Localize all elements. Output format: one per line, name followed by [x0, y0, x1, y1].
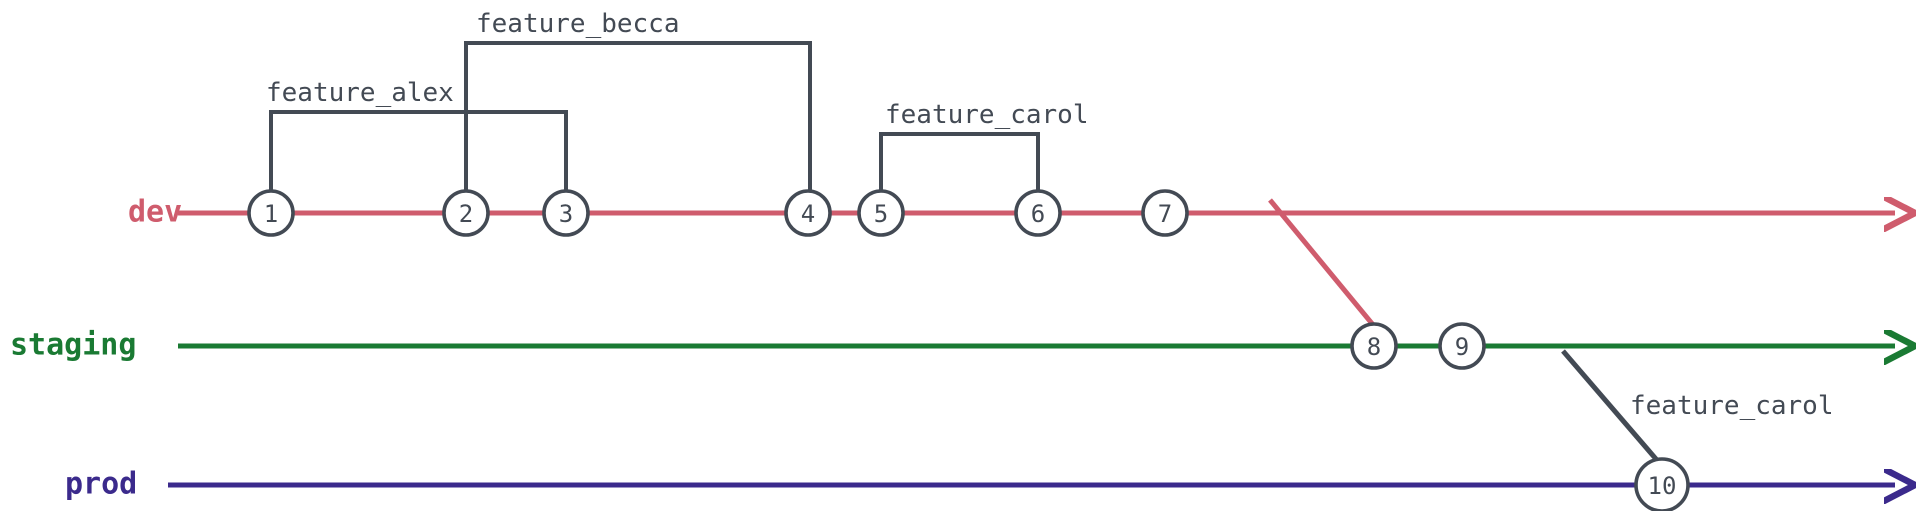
commit-label-7: 7	[1158, 200, 1172, 228]
commit-node-8[interactable]	[1350, 322, 1398, 370]
commit-label-5: 5	[874, 200, 888, 228]
commit-node-5[interactable]	[857, 189, 905, 237]
feature-label-alex: feature_alex	[266, 78, 454, 108]
branch-line-group	[168, 213, 1895, 485]
commit-node-2[interactable]	[442, 189, 490, 237]
merge-line-group	[1268, 198, 1664, 468]
commit-label-2: 2	[459, 200, 473, 228]
feature-bracket-group	[269, 41, 1040, 193]
commit-node-3[interactable]	[542, 189, 590, 237]
commit-node-9[interactable]	[1438, 322, 1486, 370]
feature-label-group: feature_alex feature_becca feature_carol…	[266, 9, 1834, 421]
branch-label-staging: staging	[10, 328, 136, 363]
commit-node-group: 1 2 3 4 5 6 7 8 9 10	[247, 189, 1690, 511]
commit-label-10: 10	[1648, 472, 1677, 500]
feature-label-carol-prod: feature_carol	[1630, 391, 1834, 421]
commit-label-4: 4	[801, 200, 815, 228]
merge-line-dev-to-staging	[1268, 198, 1376, 328]
feature-becca-bracket	[464, 41, 812, 193]
commit-label-1: 1	[264, 200, 278, 228]
branch-label-group: dev staging prod	[10, 195, 182, 502]
commit-label-6: 6	[1031, 200, 1045, 228]
feature-label-becca: feature_becca	[476, 9, 680, 39]
feature-alex-bracket	[269, 110, 568, 193]
commit-node-6[interactable]	[1014, 189, 1062, 237]
commit-node-4[interactable]	[784, 189, 832, 237]
commit-label-8: 8	[1367, 333, 1381, 361]
branch-label-dev: dev	[128, 195, 182, 230]
feature-carol-bracket	[879, 132, 1040, 193]
commit-node-7[interactable]	[1141, 189, 1189, 237]
feature-label-carol-dev: feature_carol	[885, 100, 1089, 130]
merge-line-staging-to-prod	[1561, 349, 1664, 468]
commit-node-1[interactable]	[247, 189, 295, 237]
commit-node-10[interactable]	[1634, 457, 1690, 511]
commit-label-3: 3	[559, 200, 573, 228]
commit-label-9: 9	[1455, 333, 1469, 361]
branch-label-prod: prod	[65, 467, 137, 502]
